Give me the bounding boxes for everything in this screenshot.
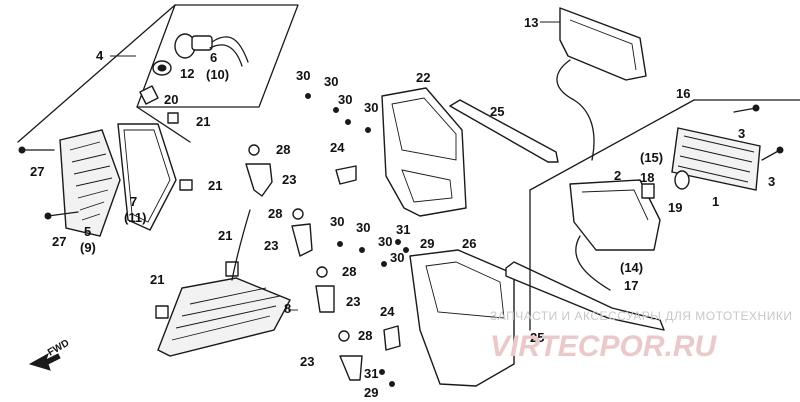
ref-29a: 29 — [420, 236, 434, 251]
ref-22: 22 — [416, 70, 430, 85]
ref-23b: 23 — [264, 238, 278, 253]
ref-19: 19 — [668, 200, 682, 215]
ref-30a: 30 — [296, 68, 310, 83]
ref-28a: 28 — [276, 142, 290, 157]
ref-31a: 31 — [396, 222, 410, 237]
ref-18: 18 — [640, 170, 654, 185]
ref-21a: 21 — [196, 114, 210, 129]
ref-10: (10) — [206, 67, 229, 82]
ref-30b: 30 — [324, 74, 338, 89]
ref-2: 2 — [614, 168, 621, 183]
ref-28d: 28 — [358, 328, 372, 343]
front-lens-part — [59, 129, 121, 237]
reference-numbers: 4 6 (10) 12 20 21 21 21 21 27 27 5 (9) 7… — [30, 15, 775, 400]
ref-27a: 27 — [30, 164, 44, 179]
lens-gasket-part — [117, 123, 177, 231]
ref-24b: 24 — [380, 304, 395, 319]
ref-20: 20 — [164, 92, 178, 107]
ref-30-small: 30 — [378, 234, 392, 249]
ref-29b: 29 — [364, 385, 378, 400]
ref-17: 17 — [624, 278, 638, 293]
ref-25a: 25 — [490, 104, 504, 119]
housing-13-part — [556, 7, 647, 161]
ref-11: (11) — [124, 210, 146, 225]
ref-31b: 31 — [364, 366, 378, 381]
ref-28c: 28 — [342, 264, 356, 279]
screw-3-parts — [733, 104, 784, 161]
ref-30e: 30 — [330, 214, 344, 229]
ref-30f: 30 — [356, 220, 370, 235]
ref-28b: 28 — [268, 206, 282, 221]
ref-21c: 21 — [218, 228, 232, 243]
ref-25b: 25 — [530, 330, 544, 345]
ref-27b: 27 — [52, 234, 66, 249]
group-outline-16 — [529, 99, 800, 331]
ref-21b: 21 — [208, 178, 222, 193]
ref-23d: 23 — [300, 354, 314, 369]
ref-30d: 30 — [364, 100, 378, 115]
watermark-caption: ЗАПЧАСТИ И АКСЕССУАРЫ ДЛЯ МОТОТЕХНИКИ — [490, 309, 792, 323]
ref-1: 1 — [712, 194, 719, 209]
ref-6: 6 — [210, 50, 217, 65]
ref-23c: 23 — [346, 294, 360, 309]
ref-4: 4 — [96, 48, 104, 63]
ref-14: (14) — [620, 260, 643, 275]
ref-7: 7 — [130, 194, 137, 209]
ref-23a: 23 — [282, 172, 296, 187]
watermark-logo: VIRTECPOR.RU — [490, 330, 717, 363]
ref-9: (9) — [80, 240, 96, 255]
ref-24a: 24 — [330, 140, 345, 155]
watermark: ЗАПЧАСТИ И АКСЕССУАРЫ ДЛЯ МОТОТЕХНИКИ VI… — [490, 309, 792, 363]
ref-8: 8 — [284, 301, 291, 316]
leader-lines — [110, 21, 560, 311]
side-lens-part — [671, 127, 761, 191]
rear-lens-part — [157, 209, 291, 357]
ref-5: 5 — [84, 224, 91, 239]
ref-26: 26 — [462, 236, 476, 251]
panel-22-part — [381, 87, 467, 217]
ref-21d: 21 — [150, 272, 164, 287]
housing-2-part — [569, 179, 661, 291]
bulb-19-part — [641, 170, 690, 199]
clip-24-parts — [335, 165, 401, 351]
panel-26-part — [409, 249, 515, 387]
fastener-parts — [305, 93, 409, 387]
bracket-parts — [245, 144, 363, 381]
ref-13: 13 — [524, 15, 538, 30]
ref-16: 16 — [676, 86, 690, 101]
ref-12: 12 — [180, 66, 194, 81]
ref-30c: 30 — [338, 92, 352, 107]
screw-27-parts — [18, 146, 79, 220]
fwd-arrow — [28, 352, 61, 371]
ref-30g: 30 — [390, 250, 404, 265]
ref-3b: 3 — [768, 174, 775, 189]
ref-15: (15) — [640, 150, 663, 165]
bulb-socket-part — [139, 33, 249, 124]
group-outline-4 — [17, 4, 299, 143]
ref-3a: 3 — [738, 126, 745, 141]
